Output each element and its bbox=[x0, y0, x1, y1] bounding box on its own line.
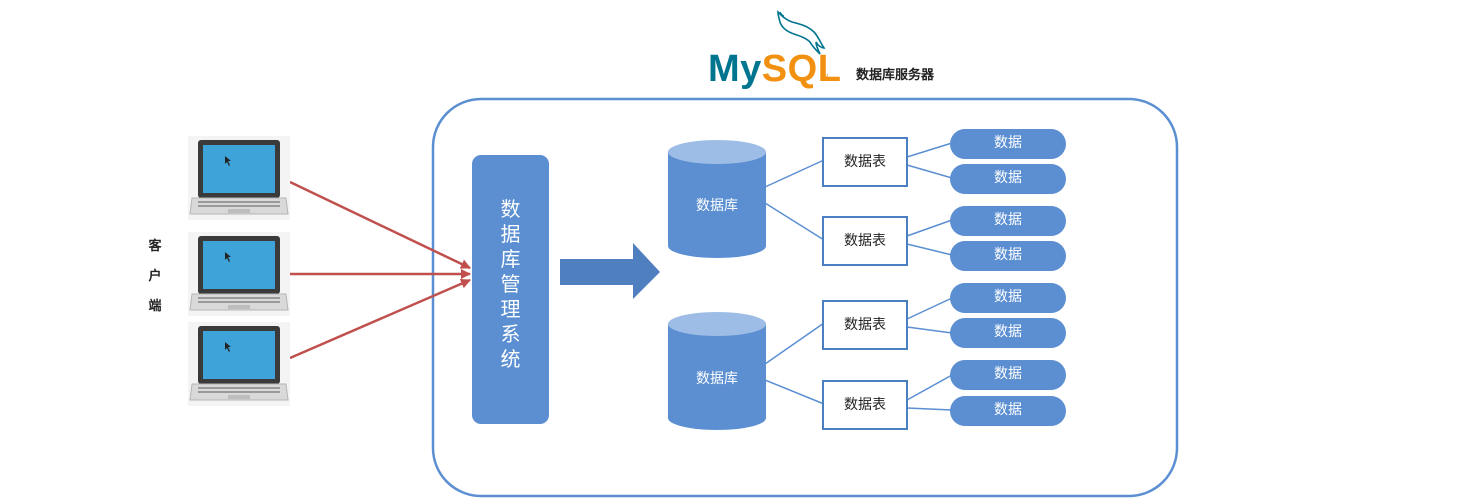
dbms-label-char: 数 bbox=[500, 197, 521, 221]
connector-t4-d2 bbox=[906, 407, 953, 411]
data-pill: 数据 bbox=[950, 360, 1066, 390]
connector-t1-d2 bbox=[906, 164, 953, 179]
client-arrow-3 bbox=[289, 278, 471, 360]
logo-trademark: TM bbox=[821, 74, 829, 80]
logo-my: My bbox=[708, 48, 762, 90]
connector-t4-d1 bbox=[906, 374, 953, 401]
data-pill: 数据 bbox=[950, 164, 1066, 194]
client-label-char: 端 bbox=[148, 299, 162, 314]
laptop-icon bbox=[188, 232, 290, 316]
connector-t2-d1 bbox=[906, 219, 953, 237]
client-label-char: 客 bbox=[148, 239, 162, 254]
table-box: 数据表 bbox=[822, 216, 908, 266]
connector-db1-table1 bbox=[764, 159, 825, 188]
data-pill: 数据 bbox=[950, 396, 1066, 426]
data-pill: 数据 bbox=[950, 206, 1066, 236]
connector-db2-table1 bbox=[764, 322, 825, 365]
database-cylinder-1 bbox=[668, 140, 766, 258]
connector-t3-d2 bbox=[906, 326, 953, 334]
dbms-block: 数 据 库 管 理 系 统 bbox=[472, 155, 549, 424]
laptop-icon bbox=[188, 136, 290, 220]
data-pill: 数据 bbox=[950, 283, 1066, 313]
connector-t1-d1 bbox=[906, 142, 953, 158]
dbms-label-char: 统 bbox=[500, 347, 521, 371]
dbms-label-char: 系 bbox=[500, 322, 521, 346]
client-label: 客 户 端 bbox=[145, 238, 165, 328]
connector-db2-table2 bbox=[764, 379, 825, 405]
dbms-label-char: 据 bbox=[500, 222, 521, 246]
dbms-label-char: 理 bbox=[500, 297, 521, 321]
server-title: 数据库服务器 bbox=[856, 68, 935, 83]
laptop-icon bbox=[188, 322, 290, 406]
database-cylinder-2 bbox=[668, 312, 766, 430]
data-pill: 数据 bbox=[950, 318, 1066, 348]
mysql-logo: MySQL TM bbox=[708, 8, 841, 90]
connector-t2-d2 bbox=[906, 243, 953, 256]
table-box: 数据表 bbox=[822, 380, 908, 430]
dbms-label-char: 库 bbox=[500, 247, 521, 271]
data-pill: 数据 bbox=[950, 241, 1066, 271]
dbms-to-db-arrow bbox=[560, 243, 660, 299]
dolphin-icon bbox=[777, 10, 826, 55]
client-arrow-1 bbox=[289, 180, 471, 270]
logo-sql: SQL bbox=[761, 48, 842, 90]
dbms-label: 数 据 库 管 理 系 统 bbox=[472, 155, 549, 372]
data-pill: 数据 bbox=[950, 129, 1066, 159]
client-label-char: 户 bbox=[148, 269, 162, 284]
table-box: 数据表 bbox=[822, 137, 908, 187]
connector-t3-d1 bbox=[906, 297, 953, 320]
database-label: 数据库 bbox=[696, 371, 738, 387]
table-box: 数据表 bbox=[822, 300, 908, 350]
dbms-label-char: 管 bbox=[500, 272, 521, 296]
connector-db1-table2 bbox=[764, 202, 825, 241]
server-container bbox=[431, 97, 1179, 498]
database-label: 数据库 bbox=[696, 198, 738, 214]
